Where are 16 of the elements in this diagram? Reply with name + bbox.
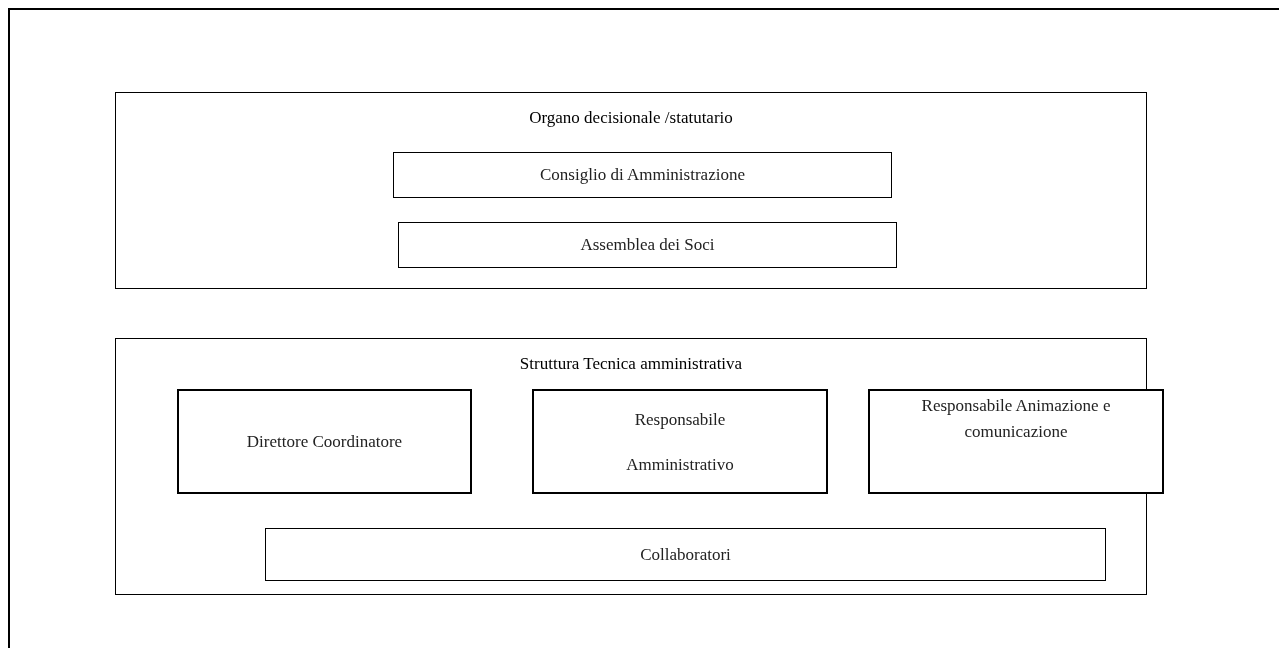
- role-label: Responsabile Amministrativo: [625, 408, 735, 476]
- role-label: Assemblea dei Soci: [580, 234, 715, 257]
- role-box: [532, 389, 828, 494]
- role-box: [393, 152, 892, 198]
- role-label: Collaboratori: [640, 543, 731, 566]
- group-box: [115, 338, 1147, 595]
- role-label: Direttore Coordinatore: [245, 431, 404, 453]
- role-label: Consiglio di Amministrazione: [540, 164, 745, 187]
- group-title: Organo decisionale /statutario: [528, 107, 734, 129]
- group-box: [115, 92, 1147, 289]
- group-title: Struttura Tecnica amministrativa: [518, 353, 744, 375]
- role-label: Responsabile Animazione e comunicazione: [920, 395, 1112, 443]
- role-box: [398, 222, 897, 268]
- role-box: [265, 528, 1106, 581]
- role-box: [177, 389, 472, 494]
- role-box: [868, 389, 1164, 494]
